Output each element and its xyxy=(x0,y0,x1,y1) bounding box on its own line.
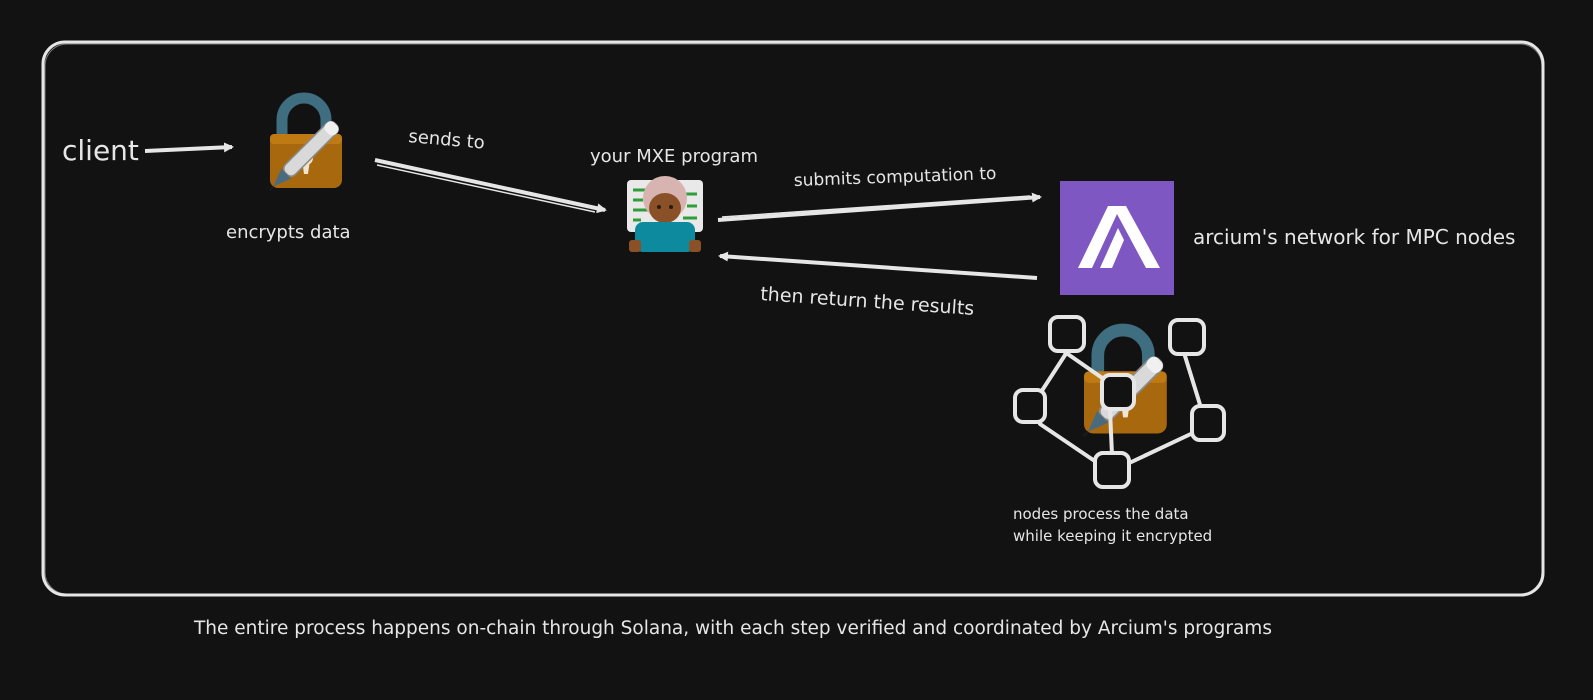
locked-with-pen-icon xyxy=(264,98,342,196)
arrow-lock-to-mxe xyxy=(374,158,607,214)
nodes-encrypted-label: while keeping it encrypted xyxy=(1013,527,1212,545)
arcium-logo xyxy=(1060,181,1174,295)
sends-to-label: sends to xyxy=(408,126,486,154)
return-results-label: then return the results xyxy=(760,283,975,320)
mxe-program-label: your MXE program xyxy=(590,146,758,167)
encrypts-data-label: encrypts data xyxy=(226,222,351,243)
diagram-frame xyxy=(41,40,1545,597)
nodes-process-label: nodes process the data xyxy=(1013,505,1189,523)
arcium-network-label: arcium's network for MPC nodes xyxy=(1193,225,1515,249)
arrow-arcium-to-mxe xyxy=(718,251,1038,280)
client-label: client xyxy=(62,134,139,167)
submits-computation-label: submits computation to xyxy=(793,164,996,191)
technologist-icon xyxy=(627,176,703,252)
mpc-node-network-icon xyxy=(1013,315,1226,489)
caption: The entire process happens on-chain thro… xyxy=(193,618,1272,639)
arrow-client-to-lock xyxy=(144,142,234,153)
arrow-mxe-to-arcium xyxy=(717,192,1042,222)
